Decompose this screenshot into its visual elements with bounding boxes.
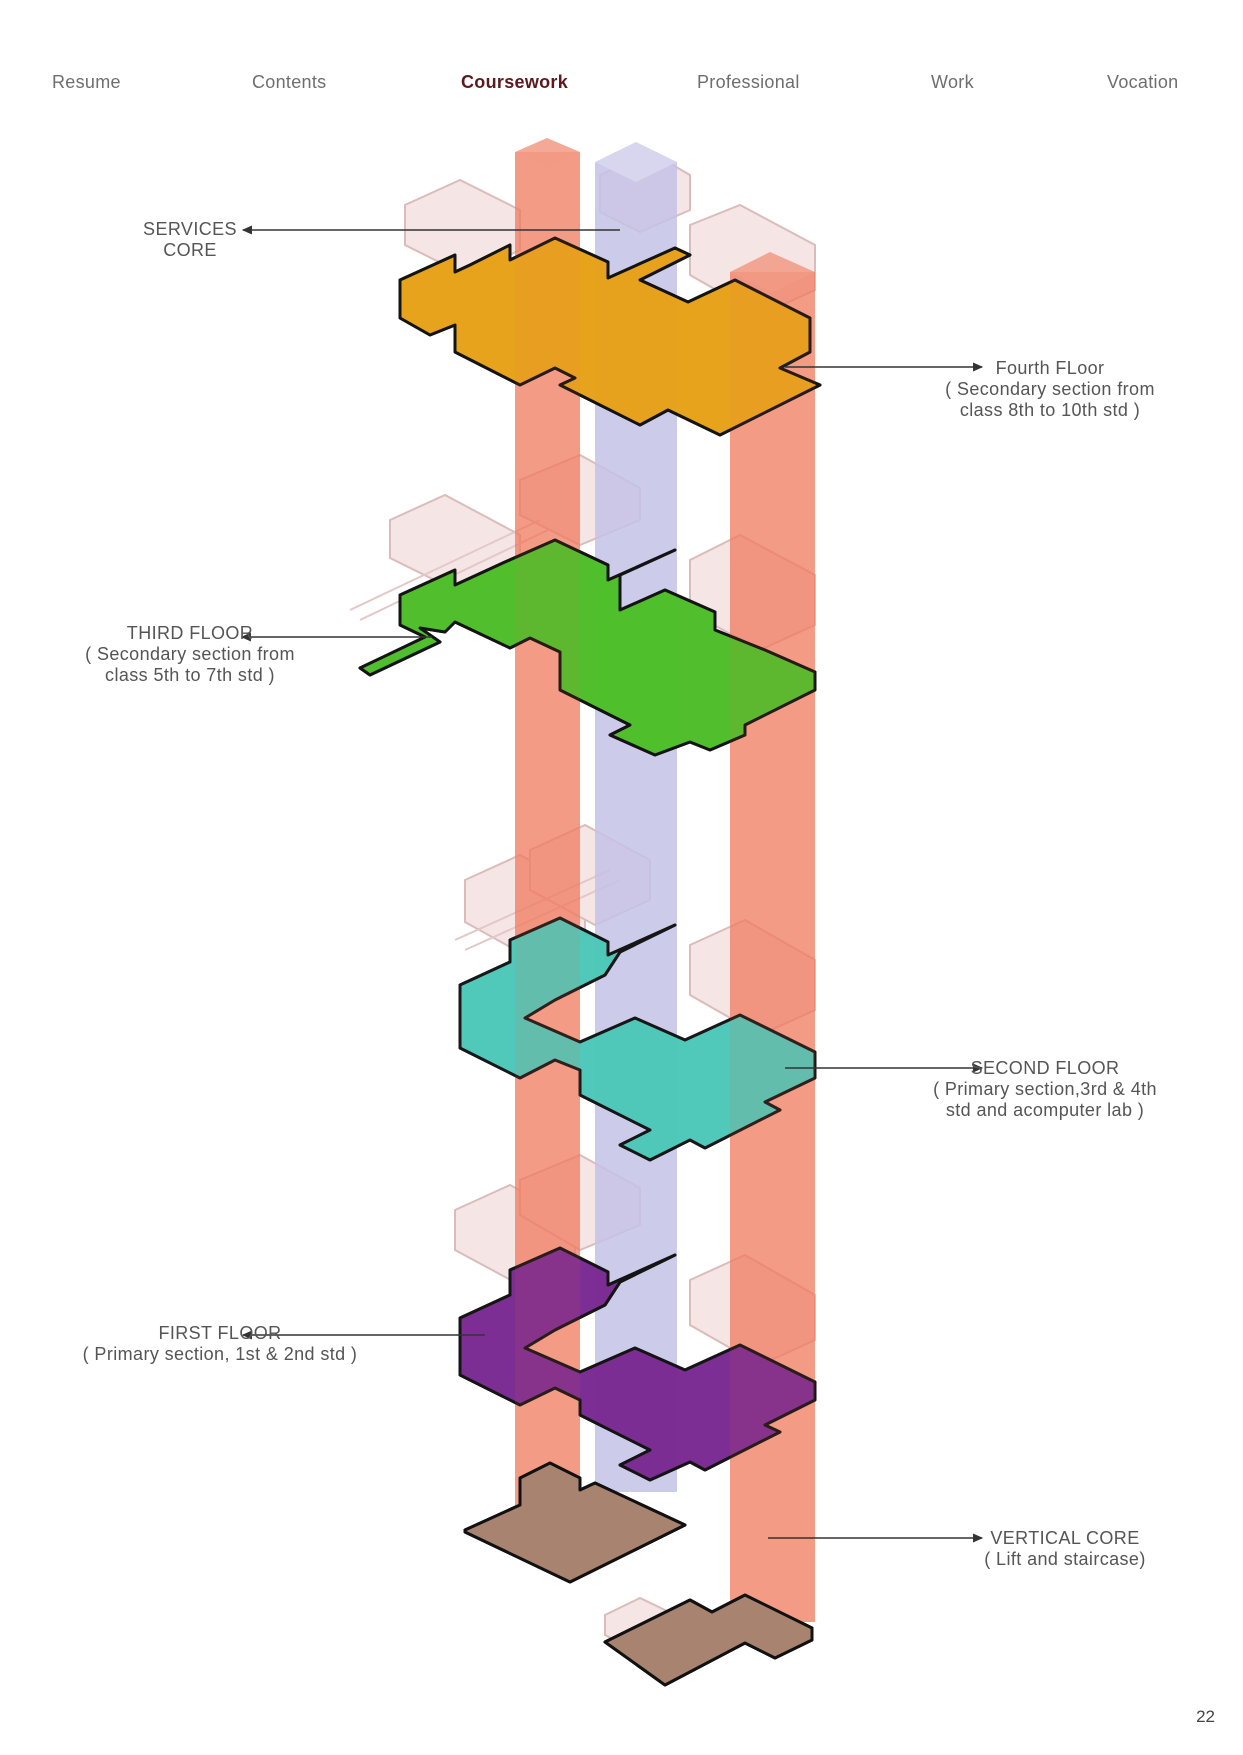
second-floor-desc-2: std and acomputer lab ) <box>945 1100 1145 1120</box>
fourth-floor-title: Fourth FLoor <box>995 358 1105 378</box>
third-floor-title: THIRD FLOOR <box>126 623 254 643</box>
nav-contents[interactable]: Contents <box>252 72 327 92</box>
label-third-floor: THIRD FLOOR ( Secondary section from cla… <box>60 623 320 686</box>
label-second-floor: SECOND FLOOR ( Primary section,3rd & 4th… <box>910 1058 1180 1121</box>
services-core-subtitle: CORE <box>163 240 217 260</box>
top-navigation: Resume Contents Coursework Professional … <box>0 72 1243 102</box>
vertical-core-desc: ( Lift and staircase) <box>984 1549 1146 1569</box>
services-core-title: SERVICES <box>143 219 237 239</box>
label-vertical-core: VERTICAL CORE ( Lift and staircase) <box>955 1528 1175 1570</box>
second-floor-desc-1: ( Primary section,3rd & 4th <box>933 1079 1157 1099</box>
label-fourth-floor: Fourth FLoor ( Secondary section from cl… <box>920 358 1180 421</box>
third-floor-desc-2: class 5th to 7th std ) <box>105 665 275 685</box>
second-floor-title: SECOND FLOOR <box>970 1058 1120 1078</box>
nav-resume[interactable]: Resume <box>52 72 121 92</box>
page-number: 22 <box>1196 1707 1215 1726</box>
nav-coursework[interactable]: Coursework <box>461 72 569 92</box>
nav-professional[interactable]: Professional <box>697 72 800 92</box>
nav-vocation[interactable]: Vocation <box>1107 72 1179 92</box>
fourth-floor-desc-2: class 8th to 10th std ) <box>959 400 1141 420</box>
nav-work[interactable]: Work <box>931 72 974 92</box>
leader-lines <box>240 225 984 1543</box>
first-floor-title: FIRST FLOOR <box>158 1323 282 1343</box>
third-floor-desc-1: ( Secondary section from <box>85 644 295 664</box>
fourth-floor-desc-1: ( Secondary section from <box>945 379 1155 399</box>
label-services-core: SERVICES CORE <box>130 219 250 261</box>
vertical-core-title: VERTICAL CORE <box>990 1528 1140 1548</box>
first-floor-desc-1: ( Primary section, 1st & 2nd std ) <box>82 1344 358 1364</box>
label-first-floor: FIRST FLOOR ( Primary section, 1st & 2nd… <box>60 1323 380 1365</box>
